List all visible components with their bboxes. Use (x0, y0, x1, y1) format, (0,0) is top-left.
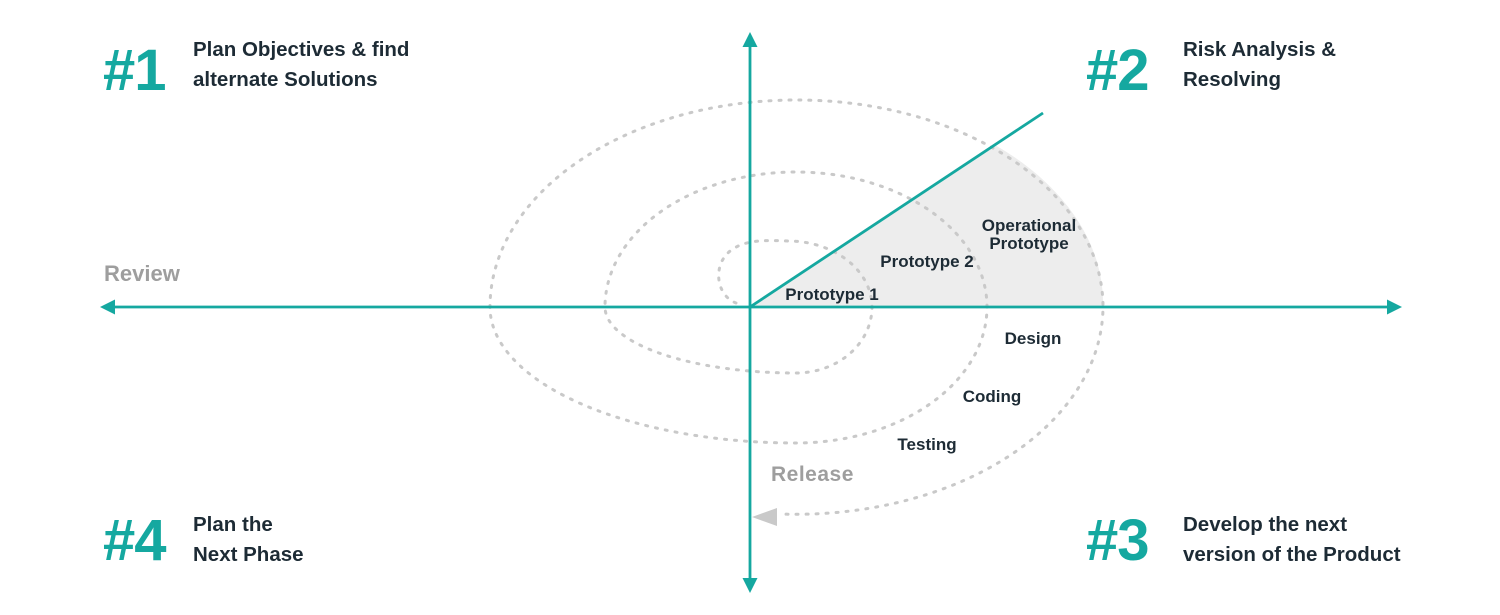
phase-3-label-line2: version of the Product (1183, 543, 1401, 566)
phase-1-label: Plan Objectives & find alternate Solutio… (193, 35, 409, 95)
spiral-end-arrowhead (752, 508, 777, 526)
phase-2-label: Risk Analysis & Resolving (1183, 35, 1336, 95)
x-axis-right-arrowhead (1387, 299, 1402, 315)
phase-1-label-line2: alternate Solutions (193, 68, 378, 91)
review-label: Review (104, 261, 180, 286)
spiral-path (488, 98, 1105, 516)
phase-1-label-line1: Plan Objectives & find (193, 38, 410, 61)
prototype-2-label: Prototype 2 (880, 252, 974, 271)
coding-label: Coding (962, 387, 1022, 406)
phase-4-label-line2: Next Phase (193, 543, 304, 566)
phase-2-number: #2 (1086, 38, 1150, 103)
phase-3-number: #3 (1086, 508, 1150, 573)
testing-label: Testing (897, 435, 957, 454)
phase-2-label-line2: Resolving (1183, 68, 1281, 91)
phase-4-label-line1: Plan the (193, 513, 273, 536)
phase-1-number: #1 (103, 38, 167, 103)
design-label: Design (1004, 329, 1062, 348)
diagonal-risk-line (749, 111, 1044, 309)
y-axis-top-arrowhead (742, 32, 758, 47)
x-axis-left-arrowhead (100, 299, 115, 315)
operational-prototype-label: Operational Prototype (969, 217, 1089, 253)
operational-prototype-line2: Prototype (989, 234, 1069, 253)
quadrant-sector-fill (750, 145, 1104, 307)
phase-3-label-line1: Develop the next (1183, 513, 1348, 536)
phase-3-label: Develop the next version of the Product (1183, 510, 1401, 570)
prototype-1-label: Prototype 1 (785, 285, 879, 304)
phase-2-label-line1: Risk Analysis & (1183, 38, 1337, 61)
phase-4-label: Plan the Next Phase (193, 510, 304, 570)
release-label: Release (771, 463, 854, 486)
phase-4-number: #4 (103, 508, 167, 573)
operational-prototype-line1: Operational (981, 216, 1077, 235)
y-axis-bottom-arrowhead (742, 578, 758, 593)
